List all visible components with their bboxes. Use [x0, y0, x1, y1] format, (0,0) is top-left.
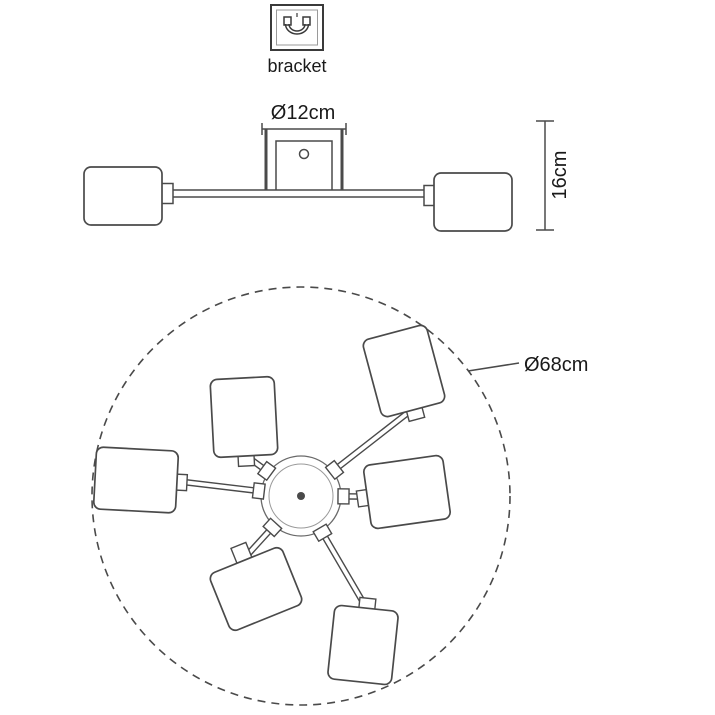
bracket-icon-inner-frame: [276, 9, 318, 46]
shade-upper-left: [209, 375, 279, 468]
side-view-canopy: [264, 129, 344, 192]
side-view-left-shade: [83, 166, 163, 226]
mounting-bracket-glyph: [283, 13, 311, 35]
side-view-bar: [161, 189, 441, 198]
bracket-icon-outer-frame: [270, 4, 324, 51]
shade-top-right: [362, 324, 446, 423]
side-view: Ø12cm 16cm: [83, 102, 571, 232]
canopy-center-screw: [297, 492, 305, 500]
top-view-shades: [92, 324, 452, 686]
overall-diameter-dashed-circle: [91, 286, 511, 706]
top-view: Ø68cm: [91, 286, 588, 706]
bracket-icon: [270, 4, 324, 51]
canopy-diameter-dimension-line: [261, 123, 347, 135]
shade-bottom: [327, 596, 399, 686]
side-view-right-shade: [433, 172, 513, 232]
shade-left: [92, 446, 189, 514]
shade-bottom-left: [209, 541, 303, 632]
overall-diameter-label: Ø68cm: [524, 354, 588, 376]
hub-attachment-blocks: [251, 459, 350, 543]
bracket-label: bracket: [267, 56, 326, 76]
height-dimension-line: [536, 120, 554, 231]
canopy-screw: [298, 148, 310, 160]
canopy-diameter-label: Ø12cm: [271, 102, 335, 124]
height-label: 16cm: [549, 151, 571, 200]
diameter-leader-line: [467, 362, 520, 372]
shade-right: [355, 454, 452, 530]
